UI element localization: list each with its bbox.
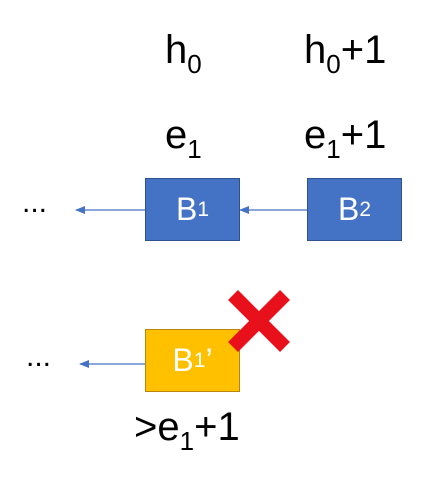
fork-ellipsis: ... (26, 340, 52, 373)
e1-plus-1-label: e1+1 (304, 113, 387, 164)
fork-height-label: >e1+1 (134, 405, 240, 456)
h0-plus-1-label: h0+1 (304, 28, 387, 79)
h0-label: h0 (165, 28, 202, 79)
e1-label: e1 (165, 113, 202, 164)
chain-ellipsis: ... (22, 186, 48, 219)
